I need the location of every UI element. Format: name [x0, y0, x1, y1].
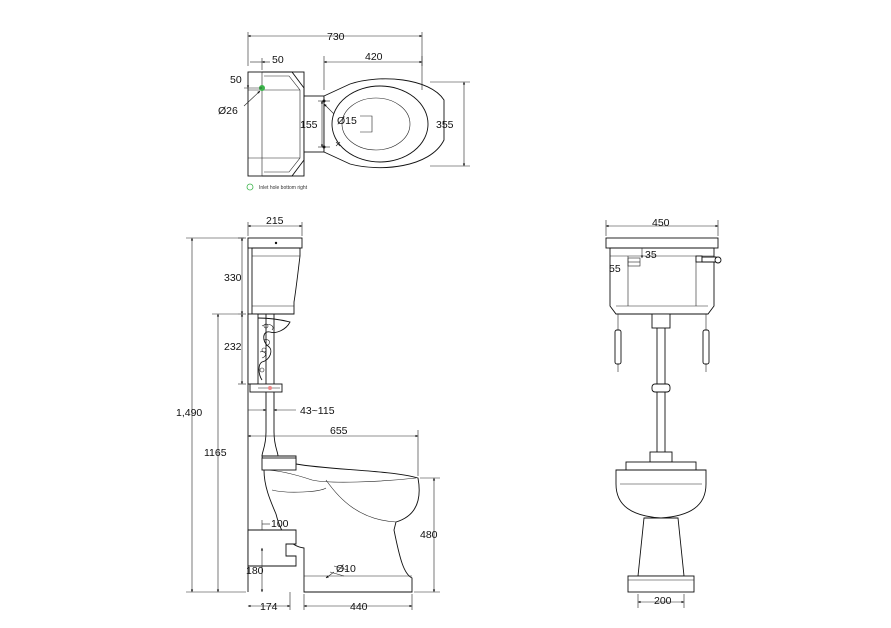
dim-cistern-width: 450 [652, 217, 670, 229]
dim-fixing-spacing: 155 [300, 119, 318, 131]
dim-lever-height: 35 [645, 249, 657, 261]
dim-floor-fixing: Ø10 [336, 563, 356, 575]
cistern-bracket [247, 313, 291, 385]
dim-wall-to-outlet: 174 [260, 601, 278, 613]
pull-chains [614, 314, 710, 372]
plan-cistern [247, 71, 305, 177]
side-pan [261, 455, 420, 593]
inlet-note: Inlet hole bottom right [259, 185, 308, 191]
dim-base-length: 440 [350, 601, 368, 613]
front-pan [615, 461, 707, 593]
dim-outlet-height-a: 100 [271, 518, 289, 530]
plan-pan [322, 78, 445, 169]
dim-offset-x: 50 [272, 54, 284, 66]
side-view: 215 330 232 1,490 1165 43~115 655 4 [176, 215, 440, 613]
dim-cistern-height: 330 [224, 272, 242, 284]
side-cistern [247, 237, 303, 315]
dim-pedestal-width: 200 [654, 595, 672, 607]
dim-lever-offset: 55 [609, 263, 621, 275]
dim-pan-height: 480 [420, 529, 438, 541]
dim-overall-width: 730 [327, 31, 345, 43]
pan-outlet [247, 529, 297, 567]
dim-offset-y: 50 [230, 74, 242, 86]
dim-cistern-depth: 215 [266, 215, 284, 227]
dim-depth: 355 [436, 119, 454, 131]
note-marker-icon [246, 183, 254, 191]
dim-cistern-bottom-height: 1165 [204, 447, 227, 459]
dim-fixing-hole: Ø15 [337, 115, 357, 127]
plan-view: 730 420 50 50 Ø26 155 Ø15 355 Inlet [218, 31, 470, 191]
dim-projection: 655 [330, 425, 348, 437]
front-view: 450 35 55 200 [605, 217, 722, 608]
dim-inlet-diameter: Ø26 [218, 105, 238, 117]
front-cistern [605, 237, 722, 315]
front-flush-pipe [649, 313, 673, 463]
dim-outlet-height-b: 180 [246, 565, 264, 577]
dim-overall-height: 1,490 [176, 407, 202, 419]
dim-pan-length: 420 [365, 51, 383, 63]
dim-flush-pipe-offset: 43~115 [300, 405, 335, 417]
dim-bracket-height: 232 [224, 341, 242, 353]
